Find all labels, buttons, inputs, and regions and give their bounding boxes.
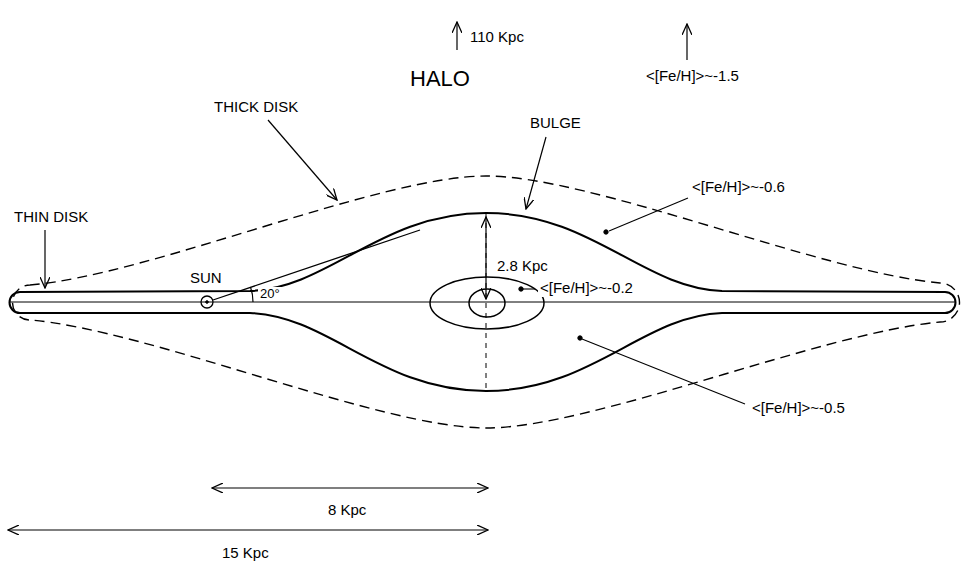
bulge-pointer [526,137,546,209]
halo-extent-arrow [456,22,457,50]
metallicity-label: <[Fe/H]>~-1.5 [646,68,739,85]
halo-metallicity-arrow [686,24,687,60]
scale-arrow [212,487,488,488]
centre-line [486,213,487,391]
dimension-label: 2.8 Kpc [497,258,548,275]
metallicity-label: <[Fe/H]>~-0.2 [538,280,635,297]
plane-axis [10,302,955,303]
dimension-label: 15 Kpc [222,545,269,562]
thin-disk-pointer [44,230,45,288]
region-label: BULGE [530,115,581,132]
leader-line [522,288,535,289]
sun-dot [206,301,209,304]
angle-label: 20° [258,287,282,301]
height-arrow [485,217,486,299]
thick-disk-pointer [268,120,337,200]
dimension-label: 8 Kpc [328,502,366,519]
region-label: HALO [410,67,470,91]
region-label: THICK DISK [214,99,298,116]
metallicity-label: <[Fe/H]>~-0.5 [752,400,845,417]
leader-dot [578,336,582,340]
region-label: THIN DISK [14,209,88,226]
leader-dot [519,287,523,291]
leader-dot [604,230,608,234]
nucleus-outer [430,277,544,329]
scale-arrow [8,529,488,530]
leader-line [609,198,688,231]
metallicity-label: <[Fe/H]>~-0.6 [692,179,785,196]
leader-line [582,339,745,404]
nucleus-inner [469,289,505,317]
sun-label: SUN [190,270,222,287]
thin-disk-bulge-outline [10,213,956,391]
sight-line [213,230,420,300]
sun-symbol [201,296,213,308]
angle-arc [251,287,254,302]
dimension-label: 110 Kpc [470,29,524,46]
